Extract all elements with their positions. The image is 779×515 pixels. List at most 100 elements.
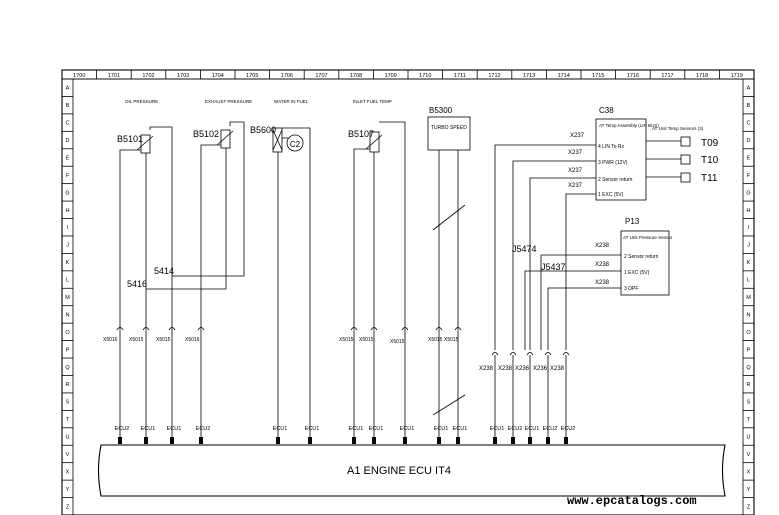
svg-text:X237: X237 bbox=[570, 133, 585, 139]
turbo-speed-box-label: TURBO SPEED bbox=[431, 125, 467, 131]
row-label-right: O bbox=[746, 330, 751, 336]
p13-wiring bbox=[524, 254, 621, 350]
svg-text:X238: X238 bbox=[550, 366, 565, 372]
row-label-left: X bbox=[66, 469, 70, 475]
splice-wiring bbox=[146, 195, 245, 290]
inlet-fuel-temp-label: INLET FUEL TEMP bbox=[353, 99, 392, 104]
ecu-pin-label: ECU1 bbox=[525, 426, 540, 432]
svg-text:X5015: X5015 bbox=[428, 337, 443, 343]
row-label-left: N bbox=[66, 312, 70, 318]
p13-ref: P13 bbox=[625, 217, 640, 226]
svg-text:X237: X237 bbox=[568, 183, 583, 189]
row-label-right: U bbox=[747, 435, 751, 441]
c38-ref: C38 bbox=[599, 106, 614, 115]
column-label: 1706 bbox=[281, 73, 293, 79]
c38-pin-3: 3 PWR (12V) bbox=[598, 160, 628, 166]
column-label: 1701 bbox=[108, 73, 120, 79]
row-label-right: I bbox=[748, 225, 750, 231]
oil-pressure-label: OIL PRESSURE bbox=[125, 99, 158, 104]
row-label-left: H bbox=[66, 208, 70, 214]
ecu-pin-label: ECU2 bbox=[561, 426, 576, 432]
b5300-ref: B5300 bbox=[429, 106, 453, 115]
ecu-pin-label: ECU2 bbox=[196, 426, 211, 432]
temp-sensor-t11: T11 bbox=[701, 173, 718, 184]
row-label-right: L bbox=[747, 278, 750, 284]
row-label-left: B bbox=[66, 103, 70, 109]
p13-pin-1: 1 EXC (5V) bbox=[624, 270, 650, 276]
row-label-left: D bbox=[66, 138, 70, 144]
column-label: 1718 bbox=[696, 73, 708, 79]
mid-connectors: X5016 X5015 X5015 X5016 X5015 X5015 X501… bbox=[103, 337, 565, 372]
row-label-left: O bbox=[65, 330, 70, 336]
ecu-pin-label: ECU1 bbox=[141, 426, 156, 432]
row-label-left: T bbox=[66, 417, 70, 423]
row-label-left: P bbox=[66, 347, 70, 353]
svg-text:X5015: X5015 bbox=[444, 337, 459, 343]
turbo-speed-box bbox=[427, 116, 471, 151]
column-label: 1710 bbox=[419, 73, 431, 79]
ecu-pin-label: ECU1 bbox=[305, 426, 320, 432]
row-label-left: S bbox=[66, 400, 70, 406]
row-label-right: D bbox=[747, 138, 751, 144]
b5101-sensor-symbol bbox=[119, 126, 173, 195]
row-label-right: B bbox=[747, 103, 751, 109]
row-label-left: G bbox=[65, 190, 69, 196]
splice-j5474: J5474 bbox=[512, 244, 537, 254]
splice-5414: 5414 bbox=[154, 266, 174, 276]
row-label-left: I bbox=[67, 225, 69, 231]
svg-text:X5016: X5016 bbox=[185, 337, 200, 343]
column-label: 1717 bbox=[661, 73, 673, 79]
p13-connector-x238: X238 X238 X238 bbox=[595, 243, 610, 286]
row-label-left: M bbox=[65, 295, 70, 301]
row-label-right: R bbox=[747, 382, 751, 388]
b5107-sensor-symbol bbox=[353, 121, 406, 195]
row-label-right: T bbox=[747, 417, 751, 423]
c38-connector-x237: X237 X237 X237 X237 bbox=[568, 133, 585, 189]
row-label-right: K bbox=[747, 260, 751, 266]
row-label-right: C bbox=[747, 121, 751, 127]
p13-pin-3: 3 OPF bbox=[624, 286, 638, 292]
row-label-right: Z bbox=[747, 504, 751, 510]
svg-text:X238: X238 bbox=[498, 366, 513, 372]
column-label: 1702 bbox=[142, 73, 154, 79]
row-label-left: Q bbox=[65, 365, 70, 371]
row-label-left: Z bbox=[66, 504, 70, 510]
ecu-pin-label: ECU1 bbox=[490, 426, 505, 432]
column-label: 1719 bbox=[731, 73, 743, 79]
c38-title: AT Temp Assembly (LIN BUS) bbox=[599, 123, 659, 128]
svg-text:X237: X237 bbox=[568, 168, 583, 174]
row-label-right: S bbox=[747, 400, 751, 406]
c38-pin-4: 4 LIN To Rx bbox=[598, 144, 625, 150]
c38-pin-2: 2 Sensor return bbox=[598, 177, 633, 183]
ecu-pin-label: ECU1 bbox=[273, 426, 288, 432]
column-label: 1704 bbox=[212, 73, 224, 79]
b5102-ref: B5102 bbox=[193, 129, 219, 139]
b5102-sensor-symbol bbox=[200, 121, 245, 195]
svg-text:X5015: X5015 bbox=[390, 339, 405, 345]
watermark: www.epcatalogs.com bbox=[567, 494, 697, 508]
row-label-right: A bbox=[747, 86, 751, 92]
row-label-left: A bbox=[66, 86, 70, 92]
svg-text:X238: X238 bbox=[595, 280, 610, 286]
ecu-pin-label: ECU1 bbox=[167, 426, 182, 432]
ecu-pin-label: ECU2 bbox=[543, 426, 558, 432]
svg-text:X238: X238 bbox=[595, 243, 610, 249]
svg-text:X236: X236 bbox=[533, 366, 548, 372]
b5107-ref: B5107 bbox=[348, 129, 374, 139]
row-label-right: P bbox=[747, 347, 751, 353]
row-label-right: N bbox=[747, 312, 751, 318]
svg-text:X5016: X5016 bbox=[103, 337, 118, 343]
c38-side-label: AT Unit Temp Sensors (3) bbox=[652, 126, 704, 131]
column-label: 1712 bbox=[488, 73, 500, 79]
column-label: 1716 bbox=[627, 73, 639, 79]
column-label: 1703 bbox=[177, 73, 189, 79]
svg-text:X5015: X5015 bbox=[339, 337, 354, 343]
water-in-fuel-label: WATER IN FUEL bbox=[274, 99, 309, 104]
column-label: 1709 bbox=[385, 73, 397, 79]
column-label: 1700 bbox=[73, 73, 85, 79]
c38-box bbox=[595, 118, 647, 201]
ecu-pin-label: ECU2 bbox=[508, 426, 523, 432]
